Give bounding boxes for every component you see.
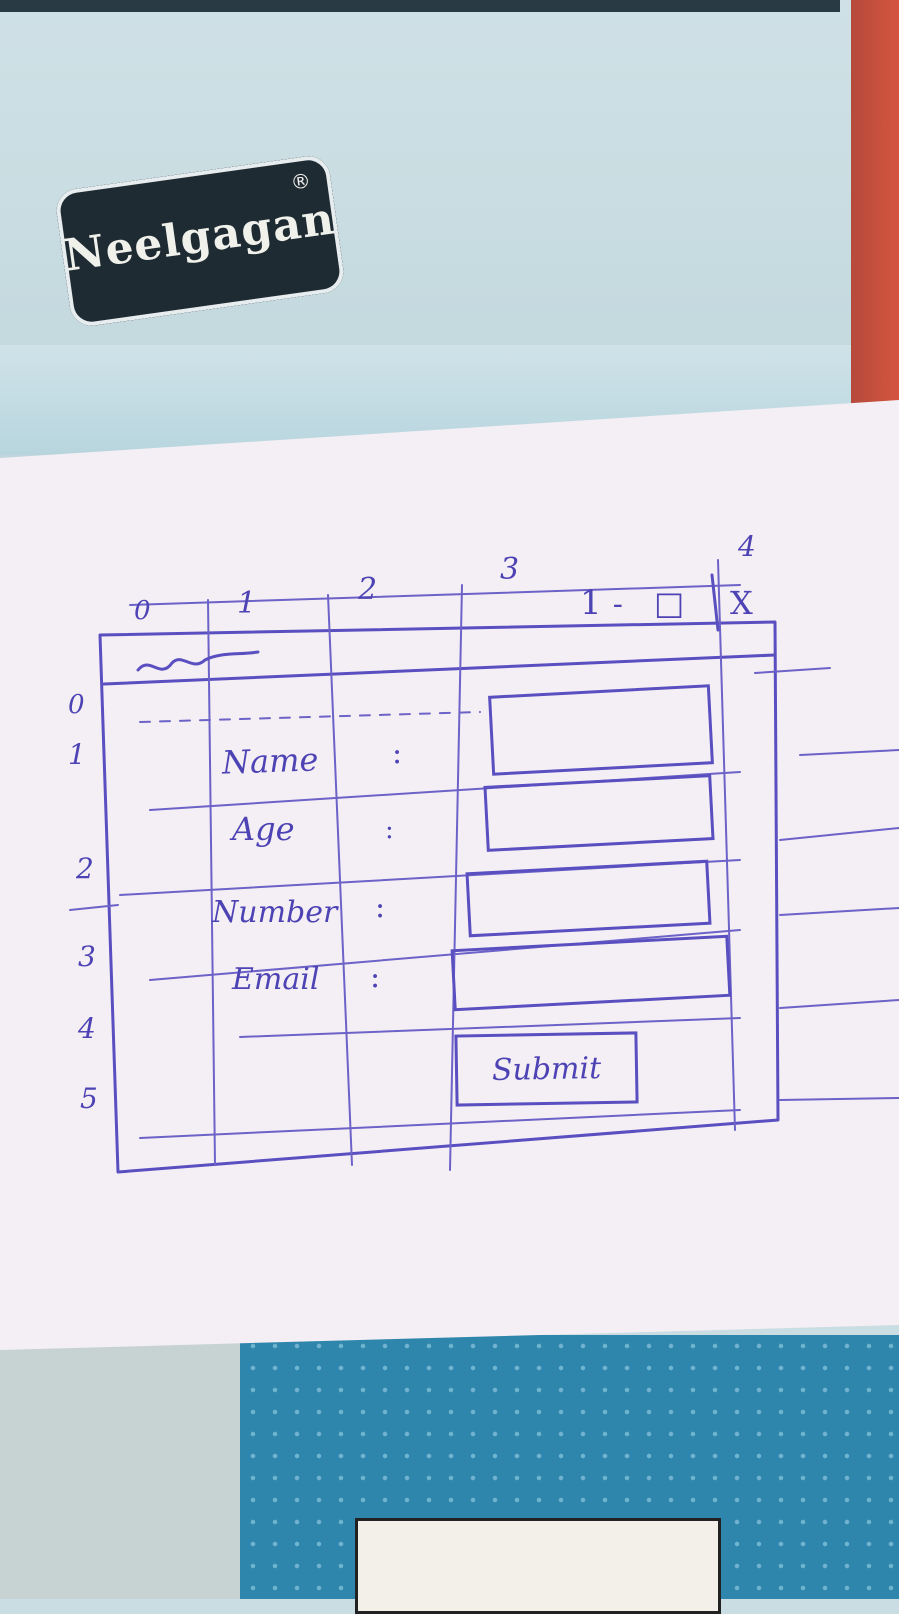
minimize-button[interactable]: 1 bbox=[580, 583, 602, 623]
overflow-line-5 bbox=[779, 999, 899, 1009]
grid-row-1 bbox=[149, 771, 741, 811]
window-controls: 1 - □ bbox=[580, 583, 684, 623]
row-number-1: 1 bbox=[68, 738, 86, 771]
number-input[interactable] bbox=[465, 859, 712, 938]
column-number-4: 4 bbox=[738, 530, 756, 563]
overflow-line-4 bbox=[779, 907, 899, 916]
field-label-name: Name bbox=[221, 740, 319, 782]
grid-col-3 bbox=[449, 584, 463, 1171]
table-surface bbox=[0, 1340, 240, 1599]
separator-email: : bbox=[370, 960, 381, 995]
row-number-0: 0 bbox=[68, 690, 85, 720]
field-label-age: Age bbox=[232, 810, 295, 848]
restore-button[interactable]: - bbox=[612, 587, 623, 622]
age-input[interactable] bbox=[483, 774, 715, 852]
maximize-button[interactable]: □ bbox=[653, 584, 685, 622]
row-ruler-line bbox=[69, 904, 119, 911]
ruler-top bbox=[129, 584, 741, 606]
row-number-2: 2 bbox=[76, 852, 94, 885]
red-book-edge bbox=[851, 0, 899, 420]
grid-col-1 bbox=[207, 599, 216, 1166]
overflow-line-3 bbox=[779, 827, 899, 841]
column-number-2: 2 bbox=[358, 572, 378, 607]
grid-row-0 bbox=[139, 711, 481, 723]
window-frame bbox=[98, 620, 780, 1174]
title-scribble bbox=[136, 650, 260, 672]
overflow-line-1 bbox=[754, 667, 831, 674]
column-number-0: 0 bbox=[134, 596, 151, 626]
field-label-email: Email bbox=[232, 962, 320, 997]
cover-edge bbox=[0, 0, 840, 12]
row-number-4: 4 bbox=[78, 1012, 96, 1045]
grid-row-2 bbox=[119, 859, 741, 896]
row-number-5: 5 bbox=[80, 1082, 98, 1115]
submit-button[interactable]: Submit bbox=[454, 1031, 639, 1107]
separator-name: : bbox=[392, 736, 403, 771]
name-input[interactable] bbox=[488, 684, 714, 776]
overflow-line-2 bbox=[799, 749, 899, 756]
grid-row-4 bbox=[239, 1017, 741, 1038]
grid-col-4 bbox=[717, 559, 736, 1131]
grid-row-3 bbox=[149, 929, 741, 981]
overflow-line-6 bbox=[779, 1097, 899, 1101]
column-number-3: 3 bbox=[500, 552, 520, 587]
column-number-1: 1 bbox=[237, 586, 257, 621]
control-divider bbox=[710, 573, 720, 632]
sketch-paper bbox=[0, 400, 899, 1350]
close-button[interactable]: X bbox=[730, 584, 753, 622]
grid-col-2 bbox=[327, 594, 353, 1166]
field-label-number: Number bbox=[212, 895, 338, 930]
submit-button-label: Submit bbox=[491, 1050, 602, 1088]
title-bar-divider bbox=[102, 653, 777, 686]
row-number-3: 3 bbox=[78, 940, 96, 973]
separator-age: : bbox=[385, 815, 394, 845]
separator-number: : bbox=[375, 890, 386, 925]
grid-row-5 bbox=[139, 1109, 741, 1139]
